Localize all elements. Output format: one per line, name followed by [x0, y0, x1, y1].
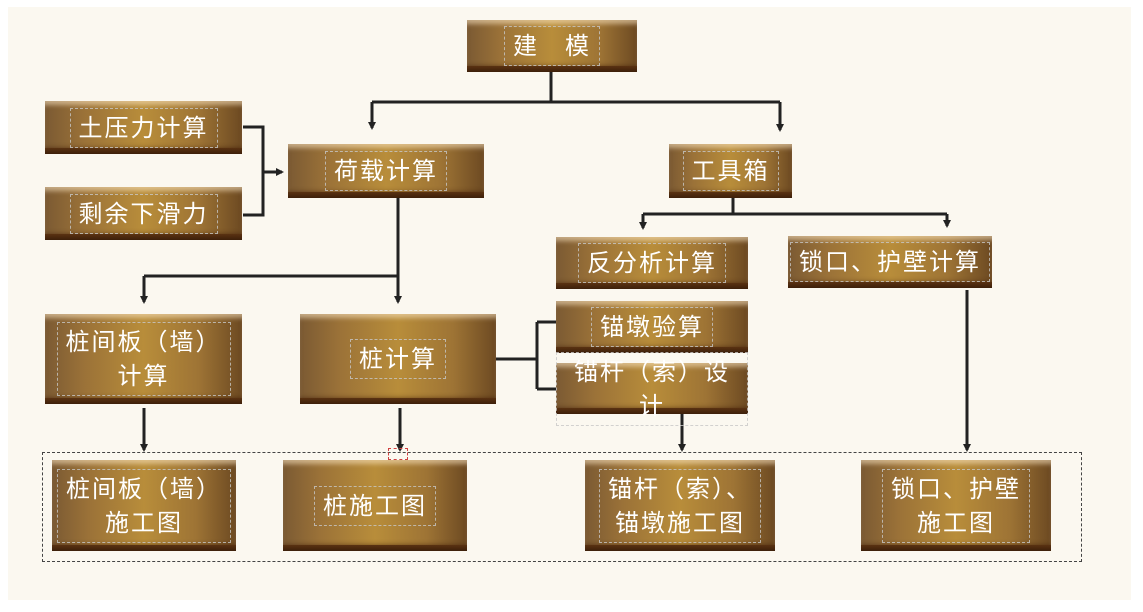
node-label: 锚墩验算: [591, 307, 713, 347]
node-pile-calc[interactable]: 桩计算: [300, 314, 496, 404]
node-label: 锚杆（索）、 锚墩施工图: [599, 468, 761, 543]
node-label: 土压力计算: [69, 107, 218, 148]
node-label: 锚杆（索）设计: [556, 351, 748, 426]
node-modeling[interactable]: 建 模: [467, 20, 637, 72]
edge-load-split: [144, 198, 400, 278]
node-label: 桩施工图: [314, 485, 436, 526]
node-label: 荷载计算: [325, 151, 447, 191]
drawings-group-border: [42, 452, 1082, 562]
node-label: 桩计算: [350, 339, 446, 379]
node-load-calc[interactable]: 荷载计算: [288, 144, 484, 198]
node-label: 桩间板（墙） 计算: [56, 322, 231, 396]
node-label: 反分析计算: [578, 243, 726, 283]
node-anchor-design[interactable]: 锚杆（索）设计: [556, 351, 748, 426]
node-lock-wall-drawing[interactable]: 锁口、护壁 施工图: [861, 460, 1051, 551]
selection-marker: [388, 448, 408, 460]
node-residual-slide[interactable]: 剩余下滑力: [45, 187, 242, 240]
edge-pile-split: [492, 322, 539, 389]
node-toolbox[interactable]: 工具箱: [669, 144, 792, 198]
node-anchor-pier-check[interactable]: 锚墩验算: [556, 301, 748, 353]
node-pile-drawing[interactable]: 桩施工图: [283, 460, 467, 551]
node-pile-plate-drawing[interactable]: 桩间板（墙） 施工图: [52, 460, 236, 551]
node-pile-plate-calc[interactable]: 桩间板（墙） 计算: [45, 314, 242, 404]
node-back-analysis[interactable]: 反分析计算: [556, 237, 748, 289]
node-anchor-drawing[interactable]: 锚杆（索）、 锚墩施工图: [585, 460, 775, 551]
node-label: 剩余下滑力: [69, 193, 218, 234]
node-lock-wall-calc[interactable]: 锁口、护壁计算: [788, 236, 992, 288]
node-label: 锁口、护壁计算: [790, 242, 990, 282]
node-earth-pressure[interactable]: 土压力计算: [45, 101, 242, 154]
edge-toolbox-split: [643, 198, 947, 216]
node-label: 工具箱: [682, 151, 779, 191]
node-label: 桩间板（墙） 施工图: [57, 468, 231, 543]
node-label: 建 模: [504, 26, 600, 66]
node-label: 锁口、护壁 施工图: [882, 468, 1030, 543]
